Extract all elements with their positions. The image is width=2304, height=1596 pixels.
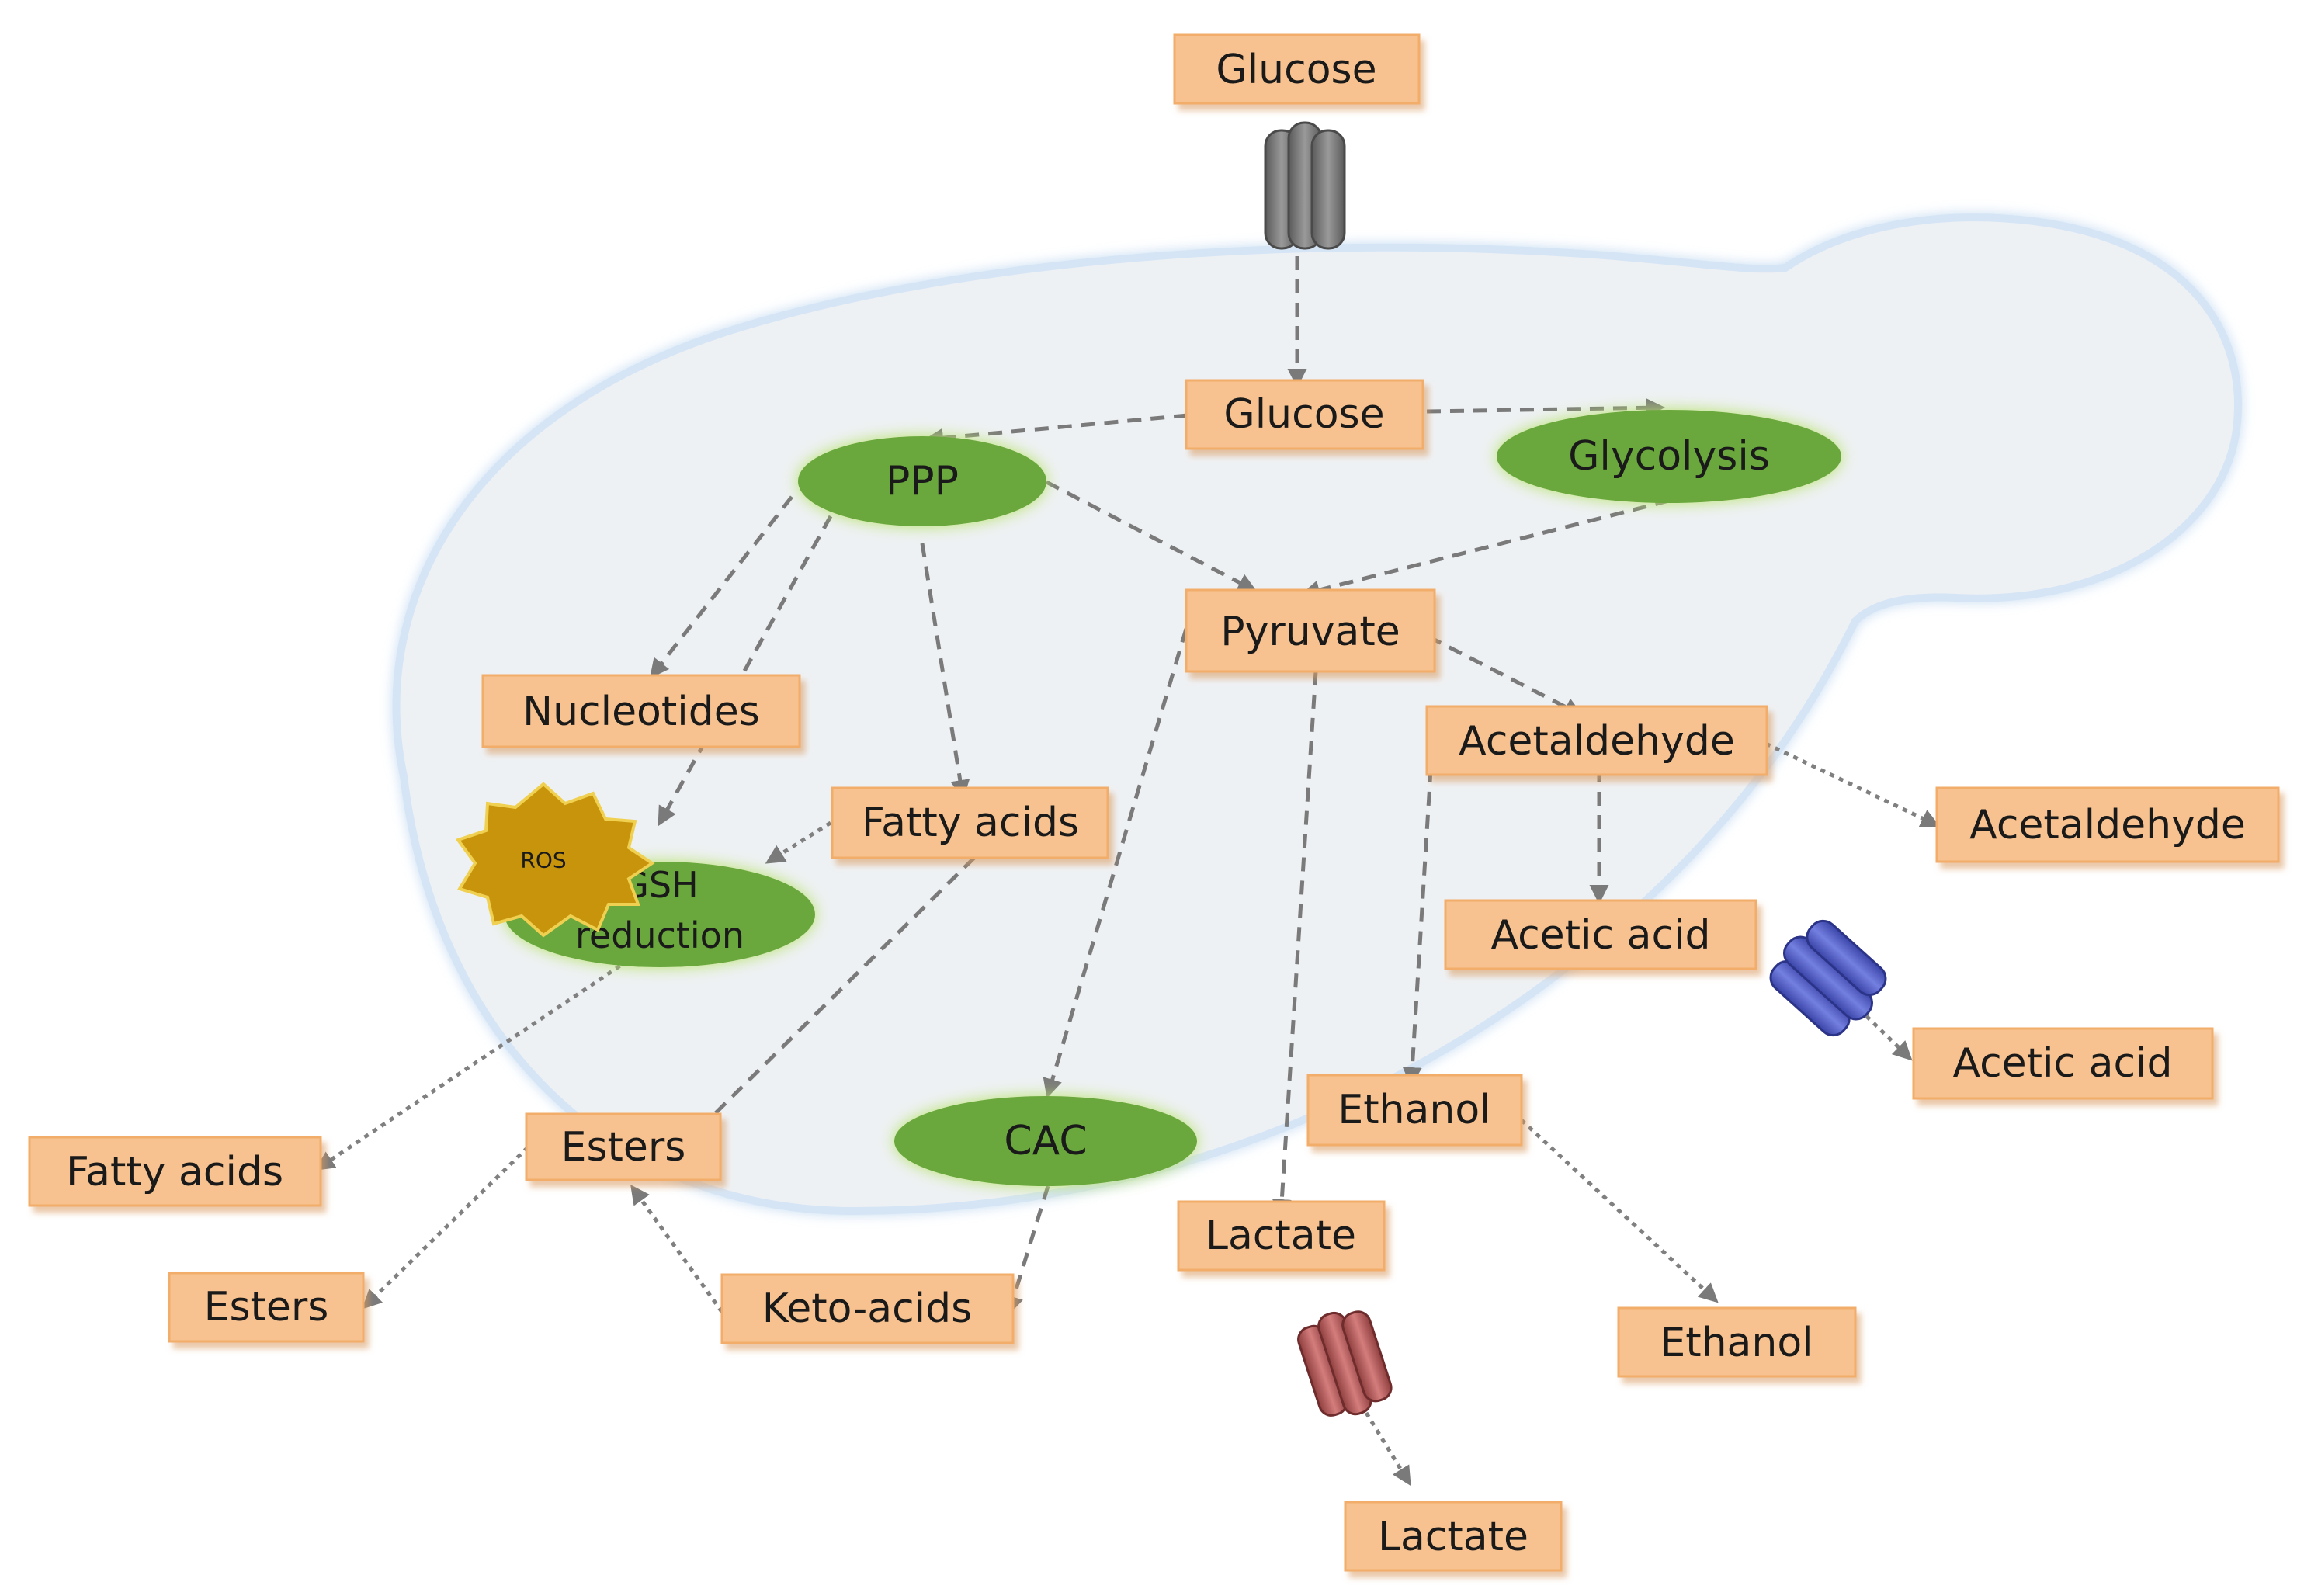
svg-text:Lactate: Lactate xyxy=(1206,1213,1356,1259)
svg-text:Fatty acids: Fatty acids xyxy=(862,800,1079,846)
node-acetic-acid-extracellular: Acetic acid xyxy=(1912,1027,2214,1100)
svg-text:Acetaldehyde: Acetaldehyde xyxy=(1459,718,1735,765)
node-lactate-intracellular: Lactate xyxy=(1177,1200,1386,1272)
cac-label: CAC xyxy=(1004,1118,1087,1164)
svg-text:Nucleotides: Nucleotides xyxy=(522,689,760,735)
glucose-transporter-icon xyxy=(1264,121,1346,250)
node-fatty-acids-extracellular: Fatty acids xyxy=(28,1136,322,1207)
svg-text:Keto-acids: Keto-acids xyxy=(762,1285,972,1332)
export-arrows xyxy=(314,741,1941,1487)
glycolysis-label: Glycolysis xyxy=(1568,433,1770,480)
ros-label: ROS xyxy=(520,848,566,873)
node-fatty-acids-intracellular: Fatty acids xyxy=(831,786,1109,859)
node-ethanol-extracellular: Ethanol xyxy=(1617,1306,1857,1378)
node-acetaldehyde-intracellular: Acetaldehyde xyxy=(1425,705,1768,776)
ros-burst: ROS xyxy=(455,782,655,938)
node-glucose-extracellular: Glucose xyxy=(1173,33,1421,105)
process-ppp: PPP xyxy=(798,436,1046,526)
process-glycolysis: Glycolysis xyxy=(1497,410,1841,503)
svg-text:Glucose: Glucose xyxy=(1223,391,1384,438)
node-esters-intracellular: Esters xyxy=(525,1112,722,1181)
svg-text:Pyruvate: Pyruvate xyxy=(1220,609,1400,655)
svg-text:Fatty acids: Fatty acids xyxy=(66,1149,283,1195)
node-lactate-extracellular: Lactate xyxy=(1344,1501,1563,1572)
svg-text:Acetic acid: Acetic acid xyxy=(1952,1040,2172,1087)
node-glucose-intracellular: Glucose xyxy=(1185,379,1424,450)
internal-pathway-arrows xyxy=(649,256,1670,1316)
node-pyruvate: Pyruvate xyxy=(1185,588,1436,673)
node-nucleotides: Nucleotides xyxy=(481,674,801,748)
ppp-label: PPP xyxy=(886,458,959,505)
node-esters-extracellular: Esters xyxy=(168,1272,365,1343)
gsh-label-line2: reduction xyxy=(575,914,744,956)
process-cac: CAC xyxy=(894,1096,1197,1186)
svg-text:Ethanol: Ethanol xyxy=(1338,1087,1490,1133)
svg-text:Glucose: Glucose xyxy=(1216,47,1376,93)
svg-text:Esters: Esters xyxy=(204,1284,329,1331)
svg-text:Lactate: Lactate xyxy=(1378,1514,1528,1560)
node-acetaldehyde-extracellular: Acetaldehyde xyxy=(1935,786,2280,863)
node-keto-acids: Keto-acids xyxy=(720,1273,1015,1344)
svg-text:Acetaldehyde: Acetaldehyde xyxy=(1969,802,2246,848)
svg-text:Acetic acid: Acetic acid xyxy=(1490,912,1710,959)
svg-text:Ethanol: Ethanol xyxy=(1660,1320,1813,1366)
node-ethanol-intracellular: Ethanol xyxy=(1306,1074,1523,1147)
lactate-transporter-icon xyxy=(1297,1310,1393,1417)
node-acetic-acid-intracellular: Acetic acid xyxy=(1444,899,1757,970)
svg-text:Esters: Esters xyxy=(561,1124,686,1171)
acetate-transporter-icon xyxy=(1769,919,1887,1037)
